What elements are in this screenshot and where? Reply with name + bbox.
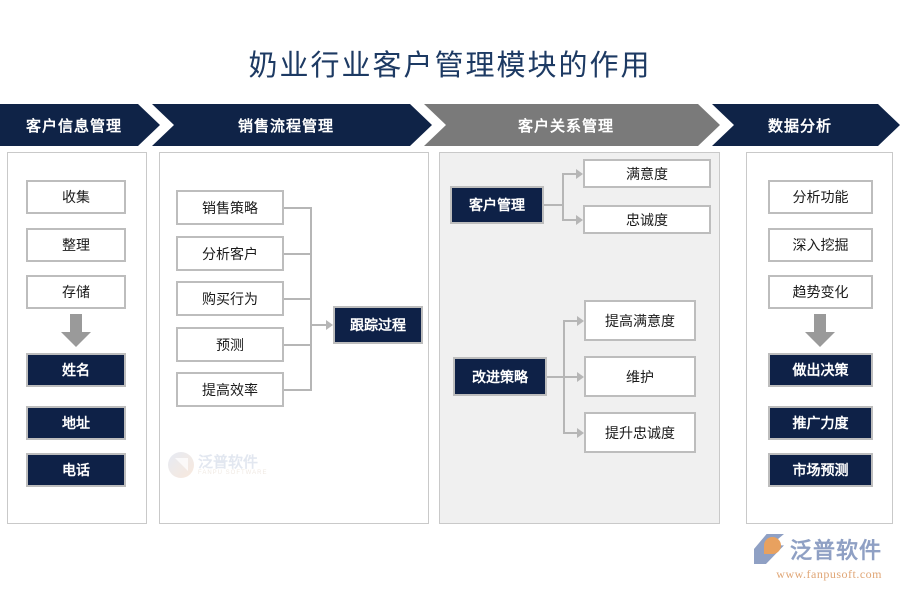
chevron-label: 数据分析 [767,118,832,135]
connector-g2-out [547,376,565,378]
chevron-customer-relationship-management[interactable]: 客户关系管理 [424,104,720,146]
arrow-right-icon [576,169,583,179]
arrow-right-icon [577,316,584,326]
box-store[interactable]: 存储 [26,275,126,309]
connector-stub-3 [284,298,312,300]
box-market-forecast[interactable]: 市场预测 [768,453,873,487]
chevron-label: 客户信息管理 [25,118,122,135]
box-satisfaction[interactable]: 满意度 [583,159,711,188]
box-deep-mining[interactable]: 深入挖掘 [768,228,873,262]
process-header-band: 客户信息管理 销售流程管理 客户关系管理 数据分析 [0,104,900,146]
down-arrow-icon [61,314,91,347]
box-tracking-process[interactable]: 跟踪过程 [333,306,423,344]
box-raise-satisfaction[interactable]: 提高满意度 [584,300,696,341]
arrow-right-icon [326,320,333,330]
chevron-label: 客户关系管理 [517,118,614,135]
chevron-sales-process-management[interactable]: 销售流程管理 [152,104,432,146]
box-purchase-behavior[interactable]: 购买行为 [176,281,284,316]
connector-stub-2 [284,253,312,255]
box-trend-change[interactable]: 趋势变化 [768,275,873,309]
connector-g2-branch-3 [563,432,577,434]
box-name[interactable]: 姓名 [26,353,126,387]
box-address[interactable]: 地址 [26,406,126,440]
logo-url: www.fanpusoft.com [776,567,882,581]
connector-g1-out [544,204,564,206]
box-raise-loyalty[interactable]: 提升忠诚度 [584,412,696,453]
connector-g1-spine-down [562,204,564,220]
connector-g2-branch-1 [563,320,577,322]
brand-logo: 泛普软件 www.fanpusoft.com [753,533,882,582]
arrow-right-icon [577,428,584,438]
logo-name: 泛普软件 [789,538,882,563]
connector-stub-4 [284,344,312,346]
box-improvement-strategy[interactable]: 改进策略 [453,357,547,396]
box-make-decision[interactable]: 做出决策 [768,353,873,387]
box-customer-management[interactable]: 客户管理 [450,186,544,224]
fanpu-logo-icon [753,534,784,564]
box-forecast[interactable]: 预测 [176,327,284,362]
connector-spine [310,207,312,391]
box-phone[interactable]: 电话 [26,453,126,487]
page-title: 奶业行业客户管理模块的作用 [248,50,652,82]
box-improve-efficiency[interactable]: 提高效率 [176,372,284,407]
box-sales-strategy[interactable]: 销售策略 [176,190,284,225]
box-analysis-function[interactable]: 分析功能 [768,180,873,214]
chevron-label: 销售流程管理 [237,118,334,135]
arrow-right-icon [576,215,583,225]
connector-to-target [310,324,326,326]
connector-g1-spine-up [562,173,564,206]
connector-stub-5 [284,389,312,391]
box-promotion-strength[interactable]: 推广力度 [768,406,873,440]
box-analyze-customer[interactable]: 分析客户 [176,236,284,271]
arrow-right-icon [577,372,584,382]
box-collect[interactable]: 收集 [26,180,126,214]
box-loyalty[interactable]: 忠诚度 [583,205,711,234]
connector-g1-branch-2 [562,219,576,221]
connector-g2-branch-2 [563,376,577,378]
box-organize[interactable]: 整理 [26,228,126,262]
chevron-customer-info-management[interactable]: 客户信息管理 [0,104,160,146]
connector-g1-branch-1 [562,173,576,175]
connector-stub-1 [284,207,312,209]
down-arrow-icon [805,314,835,347]
box-maintenance[interactable]: 维护 [584,356,696,397]
chevron-data-analysis[interactable]: 数据分析 [712,104,900,146]
